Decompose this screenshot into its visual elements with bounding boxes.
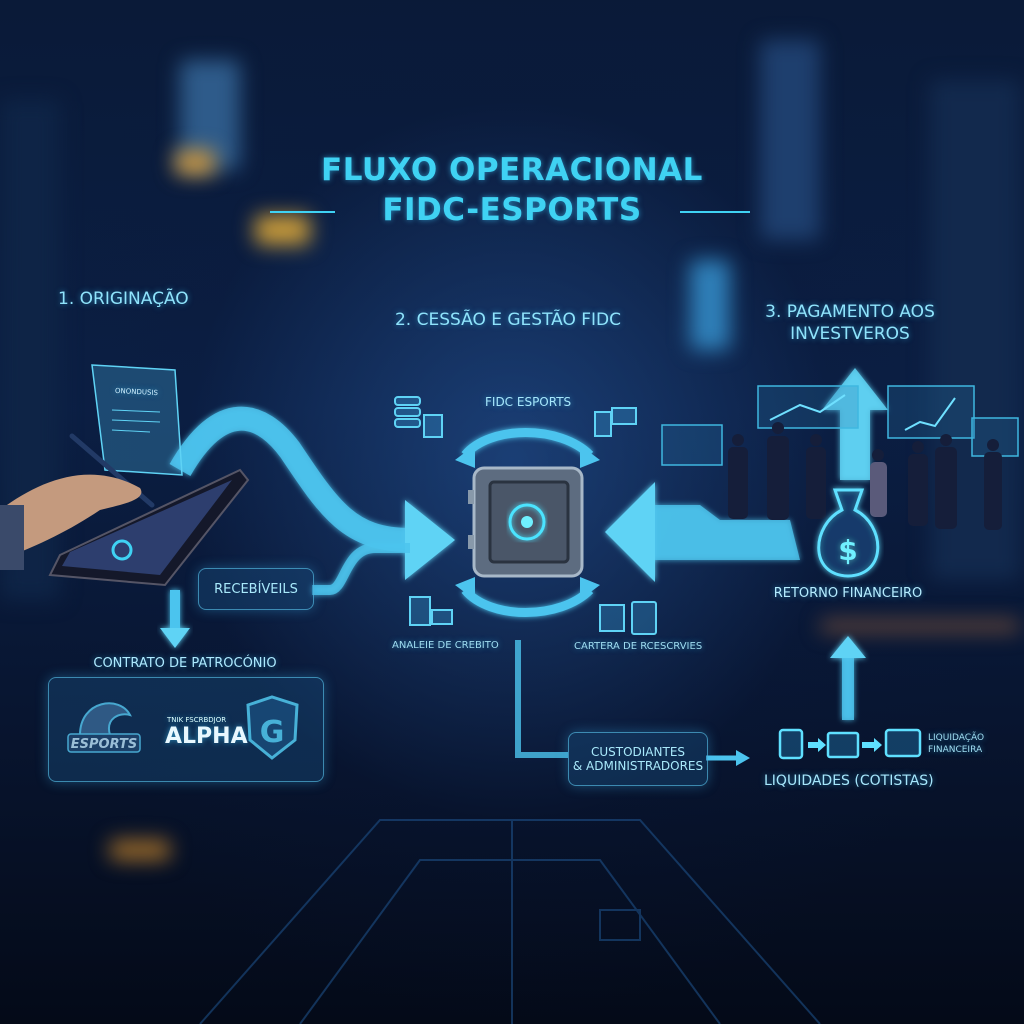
cycle-arrows — [461, 428, 594, 617]
title-line1: FLUXO OPERACIONAL — [321, 152, 703, 188]
tablet-icon — [48, 468, 250, 587]
contract-label: CONTRATO DE PATROCÓNIO — [93, 656, 277, 671]
bg-light — [175, 150, 215, 175]
settlement-icons — [778, 728, 922, 760]
investors-group — [728, 422, 1002, 530]
arrow-origination-to-fidc — [169, 406, 455, 595]
receivables-box: RECEBÍVEILS — [198, 568, 314, 610]
return-label: RETORNO FINANCEIRO — [773, 586, 923, 601]
custodians-line2: & ADMINISTRADORES — [572, 759, 704, 773]
esports-dragon-logo: ESPORTS — [67, 702, 141, 753]
arrow-up-growth — [822, 368, 888, 480]
calculator-icon — [599, 601, 657, 635]
sponsor-logos-panel: TNIK FSCRBDJOR ALPHA — [48, 677, 324, 782]
bg-light — [255, 215, 310, 245]
bg-light — [110, 840, 170, 860]
step-origination-heading: 1. ORIGINAÇÃO — [58, 289, 189, 309]
chart-panels — [661, 385, 1019, 466]
svg-text:$: $ — [838, 534, 857, 567]
portfolio-label: CARTERA DE RCESCRVIES — [574, 641, 703, 652]
step-payment-heading-line1: 3. PAGAMENTO AOS — [765, 302, 935, 322]
document-analysis-icon — [409, 596, 453, 626]
custodians-box: CUSTODIANTES & ADMINISTRADORES — [568, 732, 708, 786]
devices-icon — [594, 407, 637, 437]
step-cession-heading: 2. CESSÃO E GESTÃO FIDC — [394, 310, 622, 330]
hand-with-stylus — [0, 433, 155, 570]
settlement-label: LIQUIDADES (COTISTAS) — [764, 773, 934, 789]
fidc-label: FIDC ESPORTS — [485, 395, 572, 409]
database-icon — [394, 396, 443, 438]
title-line2: FIDC-ESPORTS — [382, 192, 642, 228]
arrow-investors-to-fidc — [605, 482, 800, 582]
money-bag-icon: $ — [817, 488, 880, 578]
liquidation-line2: FINANCEIRA — [928, 745, 983, 755]
custodians-line1: CUSTODIANTES — [590, 745, 686, 759]
hologram-document — [91, 364, 183, 476]
liquidation-line1: LIQUIDAÇÃO — [928, 733, 985, 743]
circuit-floor — [199, 819, 821, 1024]
credit-analysis-label: ANALEIE DE CREBITO — [392, 640, 499, 651]
bg-light — [820, 620, 1020, 632]
svg-text:ESPORTS: ESPORTS — [71, 737, 137, 752]
arrow-up-return — [830, 636, 866, 720]
shield-g-logo: G — [246, 695, 299, 760]
step-payment-heading-line2: INVESTVEROS — [790, 324, 910, 344]
device-icon — [778, 728, 804, 760]
alpha-logo: ALPHA — [165, 724, 248, 749]
svg-text:G: G — [260, 715, 285, 750]
alpha-logo-subtitle: TNIK FSCRBDJOR — [167, 716, 227, 724]
bg-light — [760, 40, 820, 240]
vault-icon — [468, 466, 584, 578]
bg-light — [690, 260, 730, 350]
wallet-icon — [884, 728, 922, 758]
arrow-down-contract — [160, 590, 190, 648]
wallet-icon — [826, 731, 860, 759]
connector-custodians — [515, 640, 568, 758]
